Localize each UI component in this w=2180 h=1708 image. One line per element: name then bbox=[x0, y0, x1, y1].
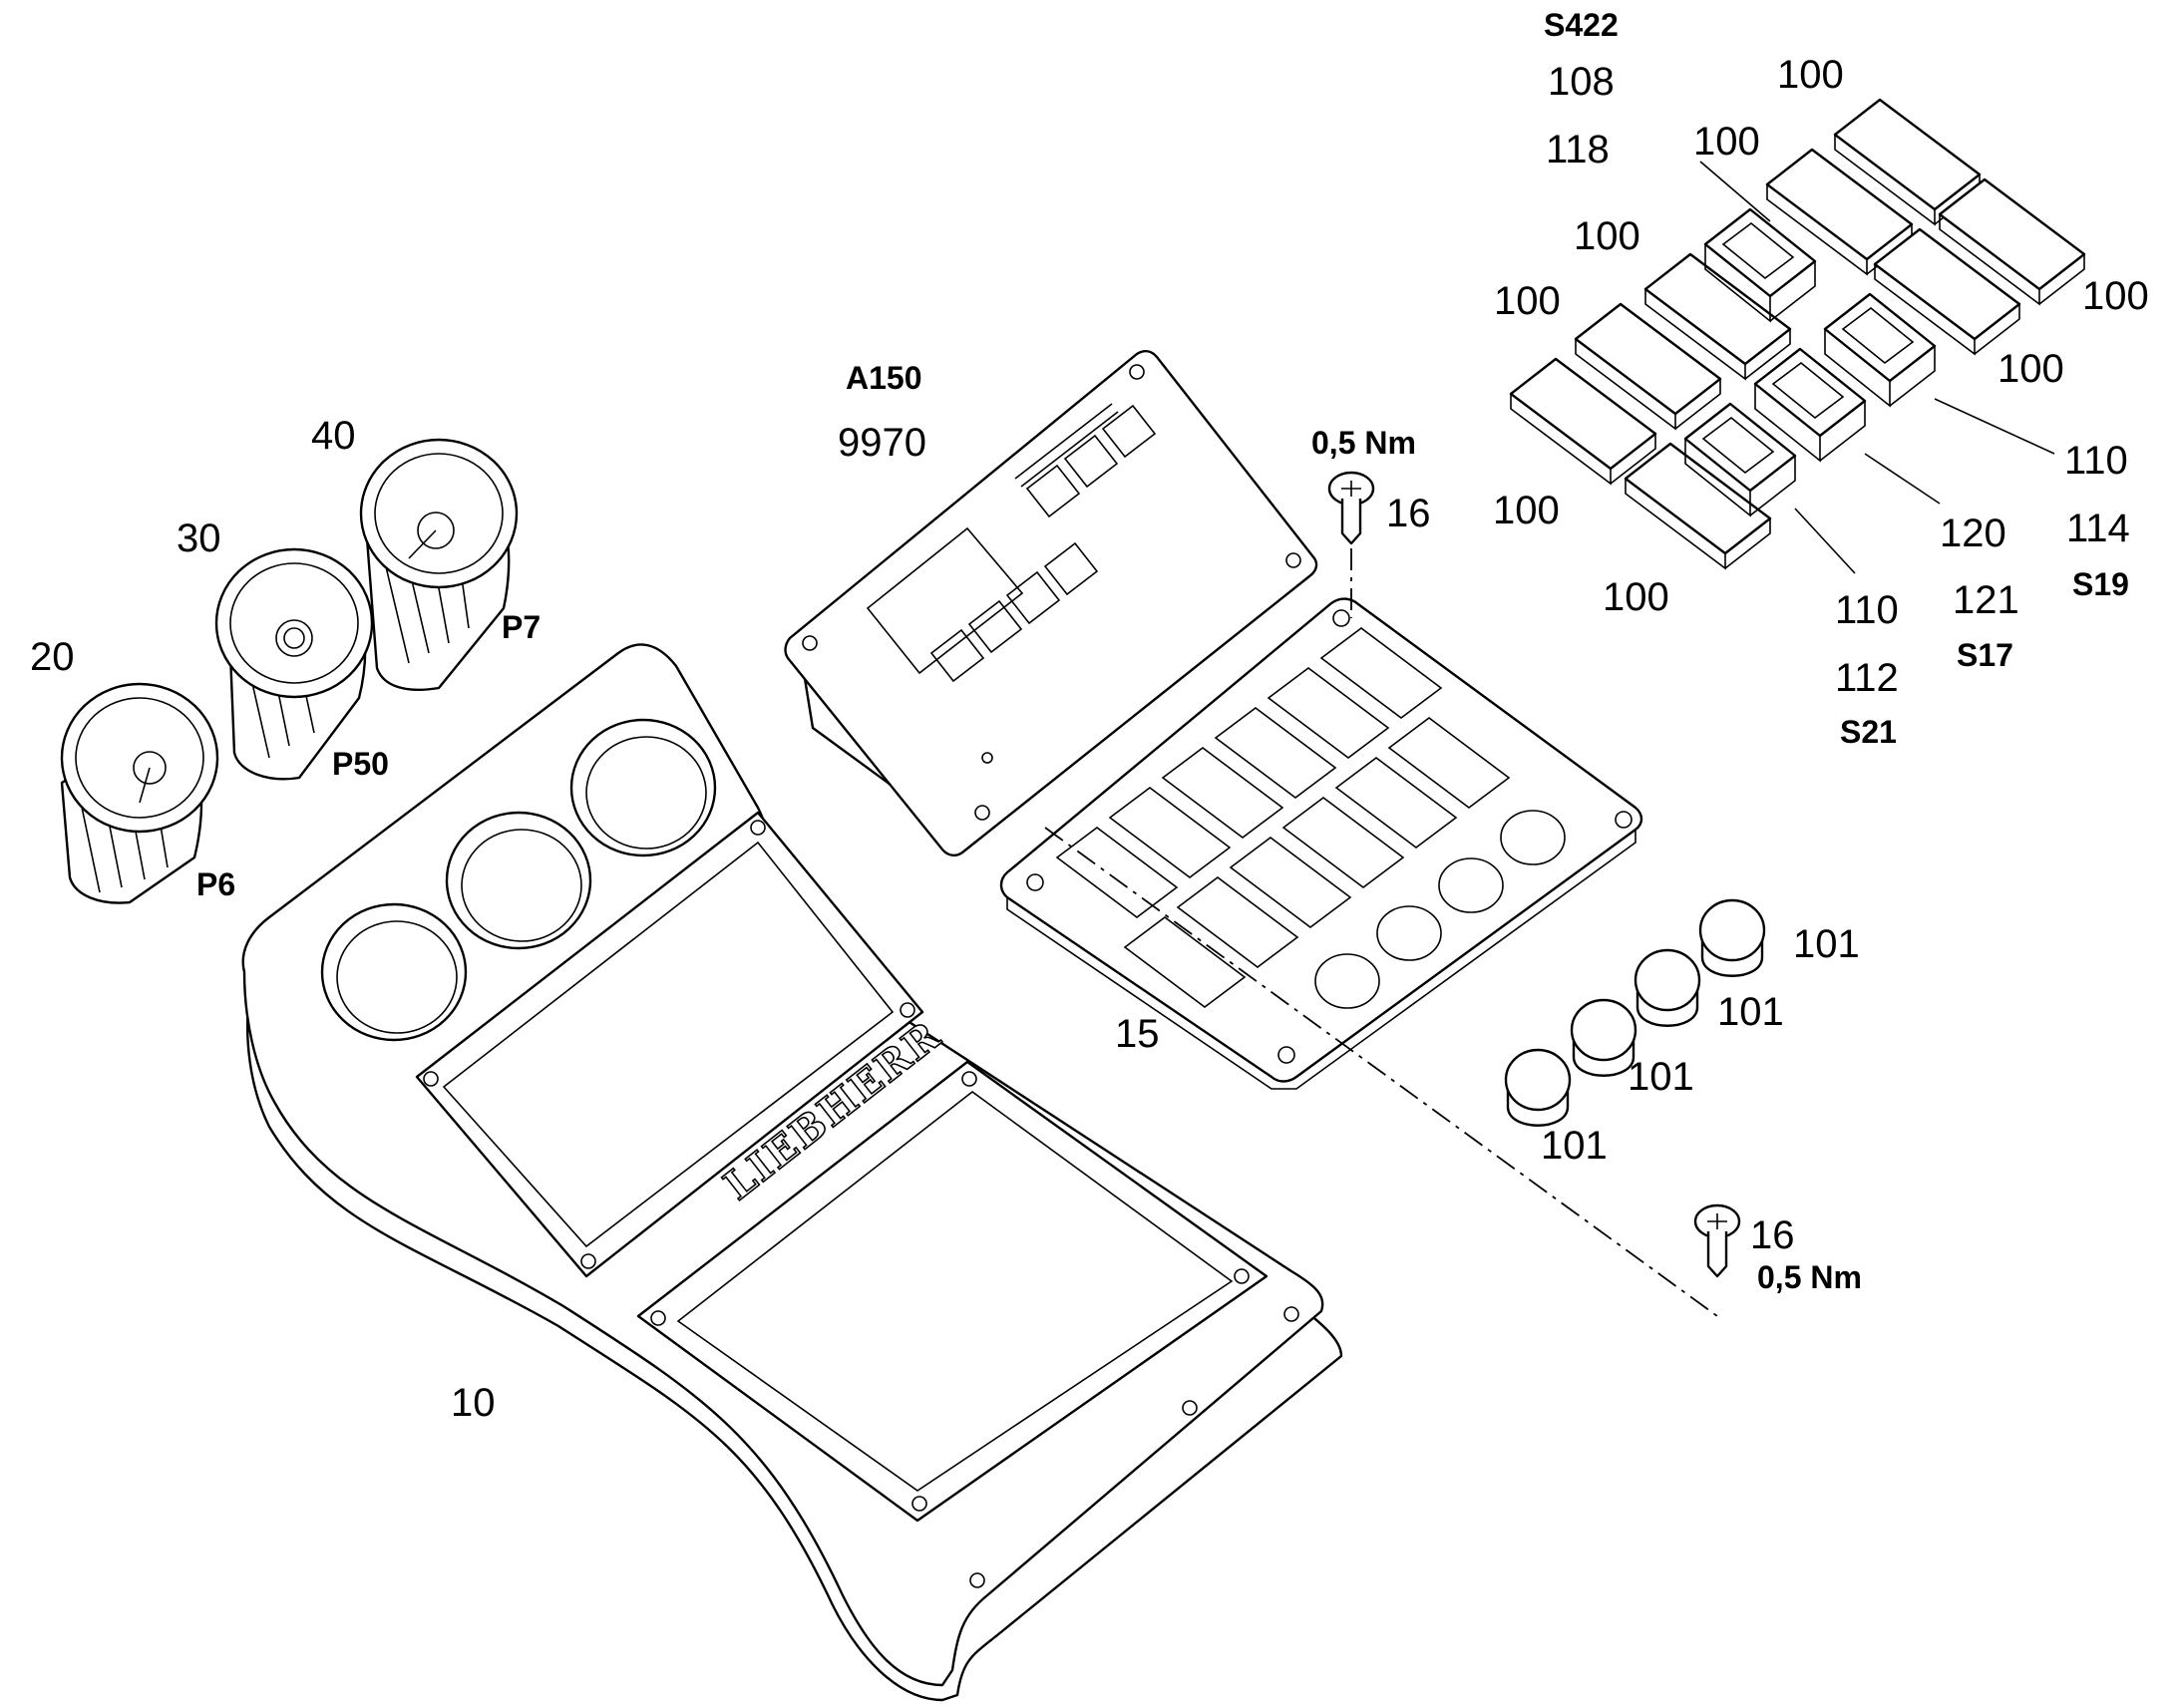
label-s422: S422 bbox=[1544, 7, 1619, 43]
gauge-p6 bbox=[60, 682, 219, 904]
label-torque-bottom: 0,5 Nm bbox=[1757, 1259, 1862, 1295]
display-module bbox=[784, 349, 1318, 857]
console-housing: LIEBHERR bbox=[241, 643, 1343, 1702]
label-114: 114 bbox=[2066, 507, 2130, 550]
switch-openings bbox=[1055, 627, 1511, 1008]
blanking-plugs bbox=[1504, 898, 1766, 1127]
label-s21: S21 bbox=[1840, 714, 1897, 750]
screw-top bbox=[1327, 471, 1375, 545]
rocker-switches bbox=[1683, 207, 1937, 517]
center-lines bbox=[1044, 161, 2055, 1317]
label-100: 100 bbox=[1493, 489, 1560, 532]
switch-panel bbox=[999, 597, 1643, 1090]
label-100: 100 bbox=[1693, 120, 1760, 164]
label-p50: P50 bbox=[332, 746, 389, 782]
label-101: 101 bbox=[1541, 1124, 1608, 1168]
label-a150: A150 bbox=[846, 360, 922, 396]
label-110: 110 bbox=[2064, 439, 2128, 483]
label-s17: S17 bbox=[1957, 637, 2013, 673]
label-40: 40 bbox=[311, 414, 356, 458]
label-torque-top: 0,5 Nm bbox=[1311, 425, 1416, 461]
part-labels: S422 108 100 118 100 100 100 100 100 110… bbox=[30, 7, 2149, 1425]
label-112: 112 bbox=[1835, 656, 1899, 700]
label-16: 16 bbox=[1386, 492, 1431, 535]
label-110: 110 bbox=[1835, 588, 1899, 632]
label-121: 121 bbox=[1953, 578, 2019, 622]
screw-bottom bbox=[1693, 1203, 1741, 1278]
switch-caps bbox=[1509, 98, 2086, 570]
label-9970: 9970 bbox=[838, 421, 926, 465]
label-101: 101 bbox=[1717, 990, 1784, 1034]
gauge-p50 bbox=[214, 547, 374, 781]
label-118: 118 bbox=[1546, 128, 1610, 171]
label-100: 100 bbox=[2082, 274, 2149, 318]
label-20: 20 bbox=[30, 635, 75, 679]
label-10: 10 bbox=[451, 1381, 496, 1425]
label-108: 108 bbox=[1548, 60, 1615, 104]
label-15: 15 bbox=[1115, 1012, 1160, 1056]
label-100: 100 bbox=[1603, 575, 1669, 619]
label-100: 100 bbox=[1777, 53, 1844, 97]
label-101: 101 bbox=[1793, 922, 1860, 966]
label-16: 16 bbox=[1750, 1213, 1795, 1257]
label-p6: P6 bbox=[196, 866, 235, 902]
label-120: 120 bbox=[1940, 512, 2006, 555]
label-s19: S19 bbox=[2072, 566, 2129, 602]
label-100: 100 bbox=[1998, 347, 2064, 391]
label-100: 100 bbox=[1494, 279, 1561, 323]
label-30: 30 bbox=[177, 516, 221, 560]
gauge-p7 bbox=[359, 438, 519, 691]
label-100: 100 bbox=[1574, 214, 1640, 258]
label-101: 101 bbox=[1628, 1055, 1694, 1099]
label-p7: P7 bbox=[502, 609, 541, 645]
